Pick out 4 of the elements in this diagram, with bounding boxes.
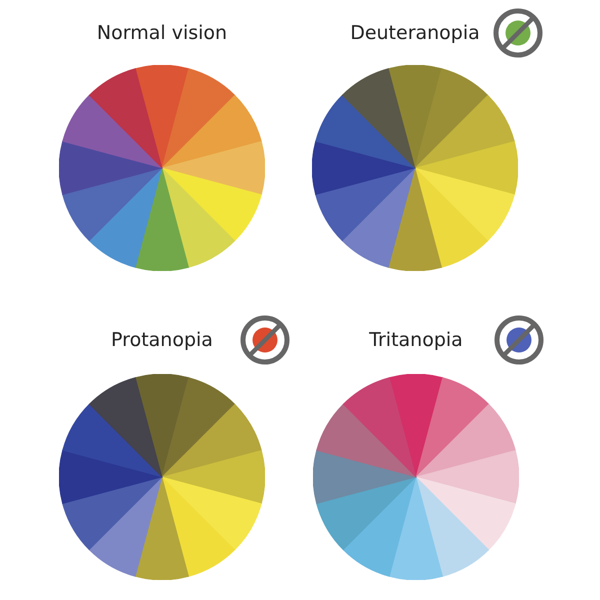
wheel-title: Normal vision	[96, 22, 228, 44]
wheel-title: Deuteranopia	[350, 22, 480, 44]
wheel-title: Protanopia	[111, 329, 213, 351]
wheel-title: Tritanopia	[369, 329, 463, 351]
